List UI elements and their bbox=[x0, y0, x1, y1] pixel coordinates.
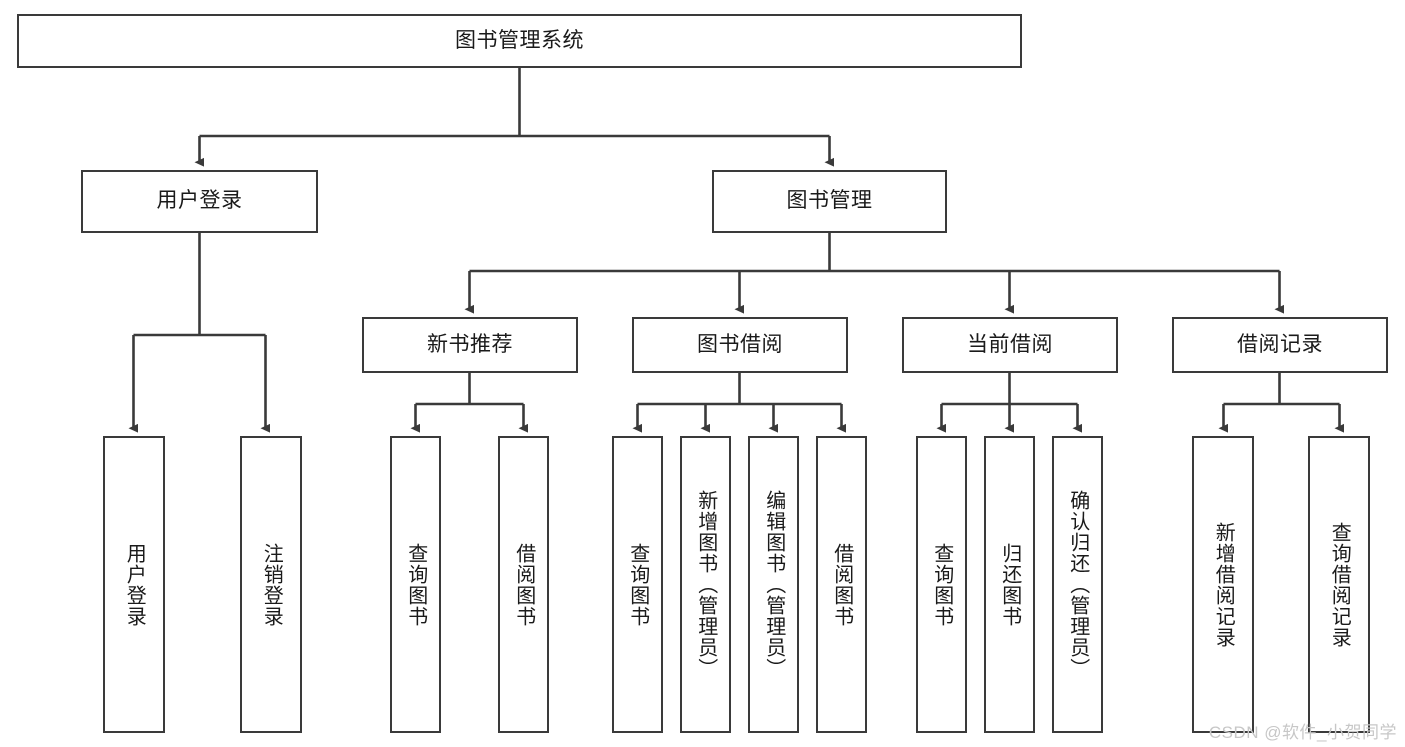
leaf-current-query-book[interactable]: 查询图书 bbox=[916, 436, 967, 733]
node-new-book-recommend[interactable]: 新书推荐 bbox=[362, 317, 578, 373]
node-label: 查询图书 bbox=[626, 542, 649, 627]
node-label: 图书借阅 bbox=[697, 332, 783, 356]
node-label: 用户登录 bbox=[123, 542, 146, 627]
node-label: 注销登录 bbox=[260, 542, 283, 627]
leaf-borrow-add-book-admin[interactable]: 新增图书（管理员） bbox=[680, 436, 731, 733]
node-user-login[interactable]: 用户登录 bbox=[81, 170, 318, 233]
node-book-management[interactable]: 图书管理 bbox=[712, 170, 947, 233]
node-label: 新增图书（管理员） bbox=[694, 490, 717, 679]
leaf-user-login-logout[interactable]: 注销登录 bbox=[240, 436, 302, 733]
node-book-borrow[interactable]: 图书借阅 bbox=[632, 317, 848, 373]
leaf-borrow-query-book[interactable]: 查询图书 bbox=[612, 436, 663, 733]
csdn-watermark: CSDN @软件_小贺同学 bbox=[1208, 723, 1397, 742]
leaf-borrow-borrow-book[interactable]: 借阅图书 bbox=[816, 436, 867, 733]
node-label: 新增借阅记录 bbox=[1212, 521, 1235, 648]
node-label: 查询图书 bbox=[404, 542, 427, 627]
node-label: 确认归还（管理员） bbox=[1066, 490, 1089, 679]
node-label: 编辑图书（管理员） bbox=[762, 490, 785, 679]
node-label: 图书管理 bbox=[786, 189, 873, 213]
leaf-records-query-record[interactable]: 查询借阅记录 bbox=[1308, 436, 1370, 733]
node-label: 查询图书 bbox=[930, 542, 953, 627]
node-label: 查询借阅记录 bbox=[1328, 521, 1351, 648]
node-borrow-records[interactable]: 借阅记录 bbox=[1172, 317, 1388, 373]
leaf-user-login-login[interactable]: 用户登录 bbox=[103, 436, 165, 733]
node-label: 新书推荐 bbox=[427, 332, 513, 356]
leaf-borrow-edit-book-admin[interactable]: 编辑图书（管理员） bbox=[748, 436, 799, 733]
leaf-current-return-book[interactable]: 归还图书 bbox=[984, 436, 1035, 733]
node-current-borrow[interactable]: 当前借阅 bbox=[902, 317, 1118, 373]
node-label: 借阅图书 bbox=[830, 542, 853, 627]
node-label: 图书管理系统 bbox=[455, 28, 584, 52]
leaf-records-add-record[interactable]: 新增借阅记录 bbox=[1192, 436, 1254, 733]
node-root-system[interactable]: 图书管理系统 bbox=[17, 14, 1022, 68]
node-label: 用户登录 bbox=[156, 189, 243, 213]
leaf-current-confirm-return-admin[interactable]: 确认归还（管理员） bbox=[1052, 436, 1103, 733]
node-label: 当前借阅 bbox=[967, 332, 1053, 356]
node-label: 归还图书 bbox=[998, 542, 1021, 627]
node-label: 借阅图书 bbox=[512, 542, 535, 627]
node-label: 借阅记录 bbox=[1237, 332, 1323, 356]
leaf-recommend-query-book[interactable]: 查询图书 bbox=[390, 436, 441, 733]
leaf-recommend-borrow-book[interactable]: 借阅图书 bbox=[498, 436, 549, 733]
